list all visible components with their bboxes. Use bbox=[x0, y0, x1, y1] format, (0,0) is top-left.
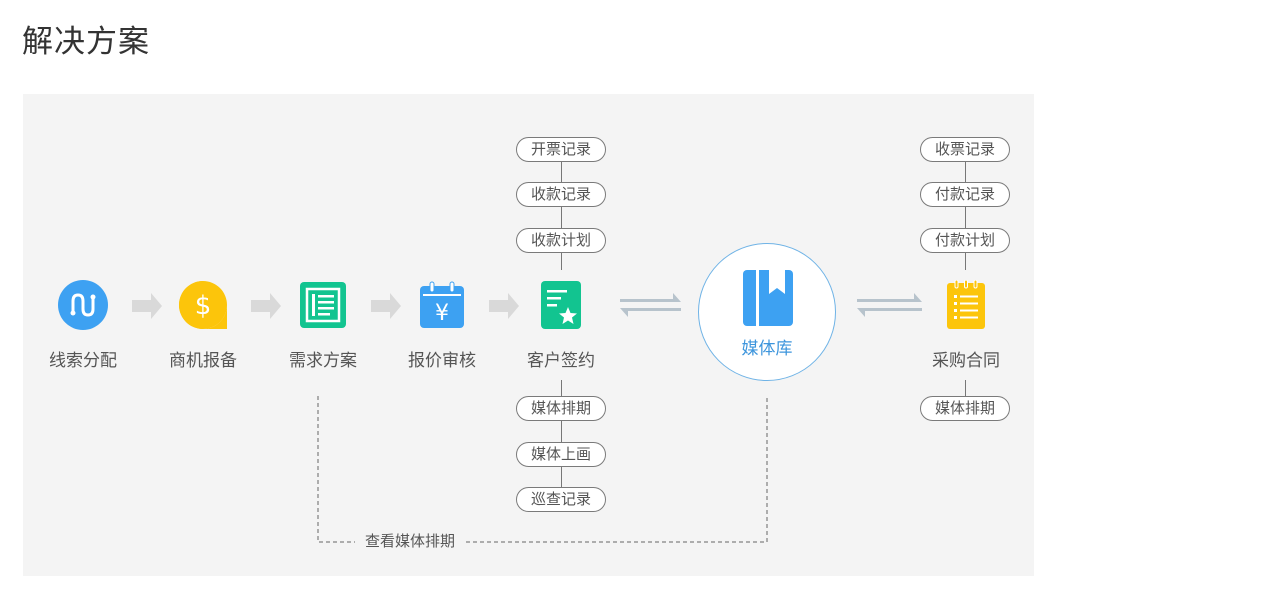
exchange-arrows-left bbox=[620, 293, 681, 317]
tag-payment-record[interactable]: 付款记录 bbox=[920, 182, 1010, 207]
connector-line bbox=[561, 162, 562, 182]
step-quote-review[interactable]: ¥ 报价审核 bbox=[387, 280, 497, 371]
notepad-list-icon bbox=[941, 279, 991, 330]
exchange-arrows-right bbox=[857, 293, 922, 317]
view-media-schedule-link[interactable]: 查看媒体排期 bbox=[355, 530, 466, 551]
connector-line bbox=[965, 380, 966, 396]
step-customer-sign[interactable]: 客户签约 bbox=[506, 280, 616, 371]
step-lead-assign[interactable]: 线索分配 bbox=[28, 280, 138, 371]
arrow-3-4 bbox=[371, 293, 401, 319]
dollar-icon: $ bbox=[178, 280, 228, 330]
tag-purchase-media-schedule[interactable]: 媒体排期 bbox=[920, 396, 1010, 421]
tag-invoice-record[interactable]: 开票记录 bbox=[516, 137, 606, 162]
step-label: 报价审核 bbox=[408, 351, 476, 371]
connector-line bbox=[561, 253, 562, 270]
step-requirement-plan[interactable]: 需求方案 bbox=[268, 280, 378, 371]
arrow-2-3 bbox=[251, 293, 281, 319]
document-list-icon bbox=[298, 280, 348, 330]
arrow-1-2 bbox=[132, 293, 162, 319]
tag-inspection-record[interactable]: 巡查记录 bbox=[516, 487, 606, 512]
flow-connectors bbox=[132, 293, 922, 543]
step-label: 商机报备 bbox=[169, 351, 237, 371]
step-label: 需求方案 bbox=[289, 351, 357, 371]
tag-receipt-record[interactable]: 收款记录 bbox=[516, 182, 606, 207]
step-label: 客户签约 bbox=[527, 351, 595, 371]
connector-line bbox=[561, 421, 562, 442]
svg-text:$: $ bbox=[195, 291, 212, 321]
dashed-link-path bbox=[317, 396, 768, 543]
step-label: 线索分配 bbox=[49, 351, 117, 371]
tag-media-posting[interactable]: 媒体上画 bbox=[516, 442, 606, 467]
solution-flow-panel: 线索分配 $ 商机报备 需求方案 ¥ 报价审核 客户签约 开票记录 收款记录 收… bbox=[23, 94, 1034, 576]
tag-media-schedule[interactable]: 媒体排期 bbox=[516, 396, 606, 421]
tag-bill-record[interactable]: 收票记录 bbox=[920, 137, 1010, 162]
step-opportunity-report[interactable]: $ 商机报备 bbox=[148, 280, 258, 371]
connector-line bbox=[965, 207, 966, 228]
page-title: 解决方案 bbox=[22, 24, 150, 60]
arrow-4-5 bbox=[489, 293, 519, 319]
document-star-icon bbox=[536, 280, 586, 330]
bookmark-book-icon bbox=[743, 270, 793, 330]
hub-label: 媒体库 bbox=[741, 339, 793, 359]
route-icon bbox=[58, 280, 108, 330]
connector-line bbox=[561, 467, 562, 487]
svg-text:¥: ¥ bbox=[435, 301, 449, 326]
media-library-hub[interactable]: 媒体库 bbox=[698, 243, 836, 381]
tag-receipt-plan[interactable]: 收款计划 bbox=[516, 228, 606, 253]
connector-line bbox=[561, 380, 562, 396]
yuan-calendar-icon: ¥ bbox=[417, 280, 467, 330]
connector-line bbox=[561, 207, 562, 228]
step-purchase-contract[interactable]: 采购合同 bbox=[911, 279, 1021, 371]
connector-line bbox=[965, 253, 966, 270]
step-label: 采购合同 bbox=[932, 351, 1000, 371]
connector-line bbox=[965, 162, 966, 182]
tag-payment-plan[interactable]: 付款计划 bbox=[920, 228, 1010, 253]
